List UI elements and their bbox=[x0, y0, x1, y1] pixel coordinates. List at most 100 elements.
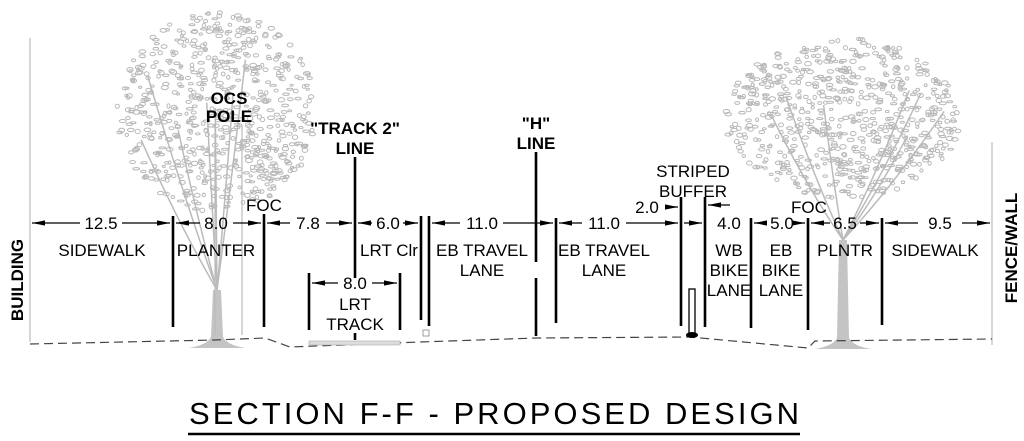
tree-leaf bbox=[240, 138, 248, 143]
tree-leaf bbox=[211, 64, 216, 70]
tree-leaf bbox=[930, 105, 939, 110]
tree-leaf bbox=[838, 68, 847, 73]
tree-leaf bbox=[905, 97, 911, 102]
tree-leaf bbox=[837, 123, 842, 129]
tree-leaf bbox=[165, 58, 173, 63]
tree-leaf bbox=[763, 102, 768, 107]
tree-leaf bbox=[772, 110, 779, 114]
label-eb-travel-1b: LANE bbox=[460, 261, 504, 280]
tree-leaf bbox=[750, 82, 755, 87]
tree-leaf bbox=[175, 112, 183, 117]
tree-leaf bbox=[875, 100, 883, 105]
tree-leaf bbox=[781, 84, 786, 89]
label-eb-bike-3: LANE bbox=[759, 281, 803, 300]
tree-leaf bbox=[860, 146, 867, 151]
tree-leaf bbox=[817, 108, 825, 112]
tree-leaf bbox=[215, 159, 220, 164]
tree-leaf bbox=[734, 101, 741, 105]
tree-leaf bbox=[858, 94, 864, 100]
tree-leaf bbox=[245, 27, 251, 32]
tree-leaf bbox=[152, 38, 160, 42]
tree-leaf bbox=[774, 80, 781, 85]
tree-leaf bbox=[222, 65, 231, 71]
tree-leaf bbox=[306, 76, 313, 80]
tree-leaf bbox=[295, 141, 304, 146]
tree-leaf bbox=[811, 54, 816, 58]
tree-leaf bbox=[235, 167, 243, 172]
dim-eb-travel-1: 11.0 bbox=[466, 214, 498, 233]
tree-leaf bbox=[157, 69, 162, 74]
tree-leaf bbox=[799, 50, 807, 54]
tree-leaf bbox=[282, 92, 290, 96]
tree-leaf bbox=[149, 89, 154, 95]
tree-leaf bbox=[237, 117, 246, 122]
tree-leaf bbox=[875, 153, 884, 157]
tree-leaf bbox=[292, 128, 298, 132]
tree-leaf bbox=[909, 105, 915, 109]
tree-leaf bbox=[900, 180, 906, 184]
tree-leaf bbox=[829, 195, 835, 200]
tree-leaf bbox=[222, 107, 229, 113]
tree-leaf bbox=[904, 65, 910, 71]
tree-leaf bbox=[176, 28, 182, 33]
tree-leaf bbox=[768, 143, 773, 149]
tree-leaf bbox=[278, 129, 286, 135]
tree-leaf bbox=[724, 132, 732, 137]
tree-leaf bbox=[217, 64, 223, 69]
tree-leaf bbox=[872, 51, 880, 56]
tree-leaf bbox=[860, 127, 868, 132]
tree-leaf bbox=[196, 145, 204, 151]
tree-leaf bbox=[245, 138, 252, 143]
tree-leaf bbox=[138, 85, 143, 89]
tree-leaf bbox=[226, 53, 235, 57]
tree-leaf bbox=[202, 48, 208, 53]
tree-leaf bbox=[778, 129, 784, 135]
tree-leaf bbox=[143, 174, 149, 180]
tree-leaf bbox=[879, 86, 886, 92]
tree-leaf bbox=[244, 157, 253, 164]
tree-leaf bbox=[219, 51, 225, 55]
tree-leaf bbox=[230, 14, 236, 20]
tree-leaf bbox=[797, 154, 804, 159]
striped-buffer-label-1: STRIPED bbox=[656, 162, 730, 181]
tree-leaf bbox=[301, 84, 307, 89]
tree-leaf bbox=[778, 122, 784, 128]
tree-leaf bbox=[174, 159, 181, 165]
tree-leaf bbox=[207, 112, 215, 116]
tree-leaf bbox=[118, 119, 127, 124]
tree-leaf bbox=[287, 109, 293, 113]
tree-leaf bbox=[227, 60, 235, 64]
tree-leaf bbox=[840, 132, 848, 136]
label-lrt-clr: LRT Clr bbox=[360, 241, 418, 260]
tree-leaf bbox=[218, 128, 225, 132]
tree-leaf bbox=[304, 83, 310, 87]
tree-leaf bbox=[806, 188, 811, 193]
tree-leaf bbox=[185, 38, 190, 44]
tree-leaf bbox=[804, 121, 811, 126]
tree-leaf bbox=[919, 168, 924, 173]
tree-leaf bbox=[931, 90, 936, 96]
tree-leaf bbox=[158, 146, 167, 150]
tree-leaf bbox=[891, 97, 898, 102]
tree-leaf bbox=[255, 72, 260, 76]
tree-branch bbox=[785, 96, 844, 241]
tree-leaf bbox=[190, 160, 199, 167]
tree-leaf bbox=[189, 14, 196, 18]
tree-leaf bbox=[912, 90, 918, 94]
tree-leaf bbox=[874, 107, 883, 112]
tree-leaf bbox=[884, 109, 890, 114]
tree-leaf bbox=[930, 112, 938, 117]
tree-leaf bbox=[172, 106, 179, 111]
tree-leaf bbox=[216, 10, 223, 16]
tree-leaf bbox=[796, 186, 802, 190]
tree-leaf bbox=[891, 146, 898, 151]
tree-leaf bbox=[136, 70, 144, 75]
tree-leaf bbox=[296, 113, 302, 119]
tree-leaf bbox=[211, 58, 216, 64]
tree-leaf bbox=[160, 44, 168, 49]
tree-leaf bbox=[289, 154, 296, 159]
tree-leaf bbox=[237, 185, 242, 190]
tree-leaf bbox=[125, 116, 131, 120]
dim-wb-bike: 4.0 bbox=[717, 214, 741, 233]
tree-leaf bbox=[261, 98, 270, 104]
